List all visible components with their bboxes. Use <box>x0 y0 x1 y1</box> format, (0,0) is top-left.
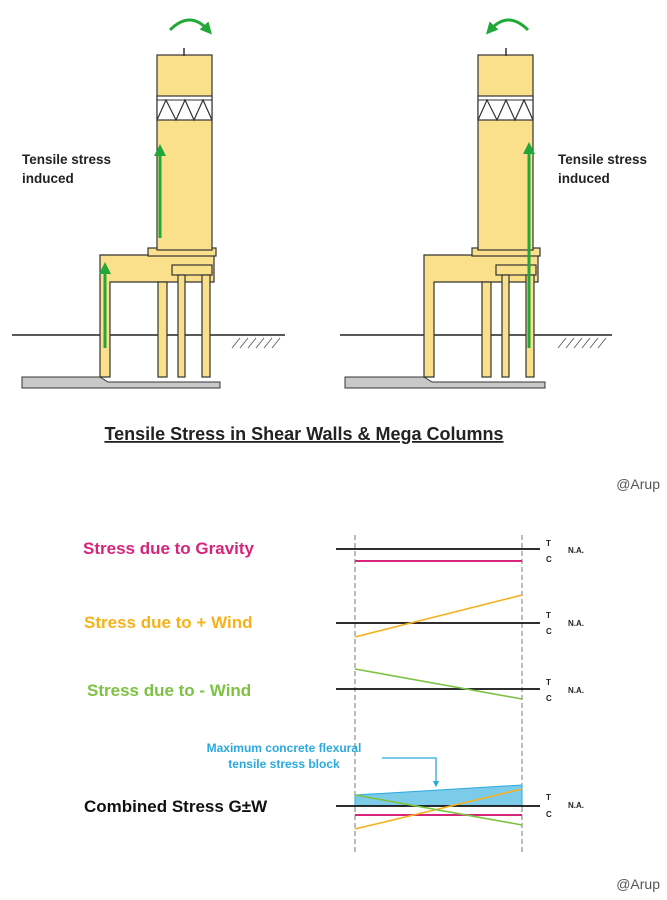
bottom-credit: @Arup <box>616 876 660 892</box>
right-annotation-line2: induced <box>558 171 610 186</box>
combined-positive-wind-line <box>354 788 523 830</box>
right-building: Tensile stress induced <box>340 18 647 389</box>
right-foundation-slab <box>344 376 546 389</box>
negative-wind-stress-line <box>354 668 523 700</box>
stress-distribution-diagram: Stress due to Gravity T C N.A. Stress du… <box>83 535 584 855</box>
gravity-tension-marker: T <box>546 539 551 548</box>
callout-arrow <box>382 757 440 788</box>
right-tower <box>477 48 534 251</box>
positive-wind-stress-line <box>354 594 523 638</box>
positive-wind-compression-marker: C <box>546 627 552 636</box>
left-podium <box>99 247 217 378</box>
left-annotation-line2: induced <box>22 171 74 186</box>
left-tower <box>156 48 213 251</box>
combined-na-label: N.A. <box>568 801 584 810</box>
combined-negative-wind-line <box>354 794 523 826</box>
left-ground-line <box>12 334 285 349</box>
positive-wind-label: Stress due to + Wind <box>84 613 252 632</box>
combined-row: Maximum concrete flexural tensile stress… <box>84 741 584 830</box>
gravity-row: Stress due to Gravity T C N.A. <box>83 539 584 564</box>
negative-wind-label: Stress due to - Wind <box>87 681 251 700</box>
left-rotation-arrow <box>168 18 213 35</box>
callout-line2: tensile stress block <box>228 757 340 771</box>
right-podium <box>423 247 541 378</box>
negative-wind-compression-marker: C <box>546 694 552 703</box>
gravity-compression-marker: C <box>546 555 552 564</box>
negative-wind-na-label: N.A. <box>568 686 584 695</box>
right-annotation-line1: Tensile stress <box>558 152 647 167</box>
right-rotation-arrow <box>485 18 530 35</box>
gravity-label: Stress due to Gravity <box>83 539 255 558</box>
positive-wind-row: Stress due to + Wind T C N.A. <box>84 594 584 638</box>
positive-wind-na-label: N.A. <box>568 619 584 628</box>
combined-tension-marker: T <box>546 793 551 802</box>
left-foundation-slab <box>21 376 221 389</box>
positive-wind-tension-marker: T <box>546 611 551 620</box>
gravity-na-label: N.A. <box>568 546 584 555</box>
top-credit: @Arup <box>616 476 660 492</box>
right-ground-line <box>340 334 612 349</box>
negative-wind-tension-marker: T <box>546 678 551 687</box>
negative-wind-row: Stress due to - Wind T C N.A. <box>87 668 584 703</box>
left-annotation-line1: Tensile stress <box>22 152 111 167</box>
combined-label: Combined Stress G±W <box>84 797 268 816</box>
top-diagram-title: Tensile Stress in Shear Walls & Mega Col… <box>104 424 503 444</box>
callout-line1: Maximum concrete flexural <box>207 741 362 755</box>
combined-compression-marker: C <box>546 810 552 819</box>
left-building: Tensile stress induced <box>12 18 285 389</box>
